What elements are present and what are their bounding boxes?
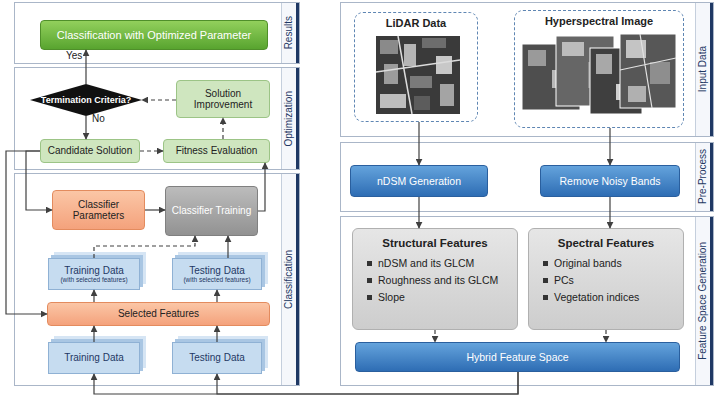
bullet-square: [367, 261, 372, 266]
panel-stripe: [710, 217, 713, 385]
feature-text: Roughness and its GLCM: [378, 274, 498, 286]
data-label: Training Data: [64, 265, 124, 277]
process-box: Candidate Solution: [40, 139, 140, 163]
box-label: Classifier Training: [172, 205, 251, 217]
feature-item: Vegetation indices: [543, 291, 673, 303]
process-box: nDSM Generation: [350, 165, 488, 197]
data-label: Testing Data: [189, 352, 245, 364]
panel-title: Feature Space Generation: [697, 242, 709, 360]
panel-band: Feature Space Generation: [695, 217, 713, 385]
box-label: Classification with Optimized Parameter: [57, 29, 251, 42]
feature-text: PCs: [554, 274, 574, 286]
feature-heading: Spectral Features: [539, 237, 673, 250]
process-box: Hybrid Feature Space: [355, 342, 680, 372]
bullet-square: [543, 295, 548, 300]
data-label: Testing Data: [189, 265, 245, 277]
box-label: Solution Improvement: [177, 88, 269, 111]
feature-text: nDSM and its GLCM: [378, 257, 474, 269]
feature-item: Original bands: [543, 257, 673, 269]
panel-band: Input Data: [695, 3, 713, 136]
box-label: Remove Noisy Bands: [560, 175, 661, 187]
result-box: Classification with Optimized Parameter: [40, 20, 268, 50]
bullet-square: [543, 261, 548, 266]
feature-item: Roughness and its GLCM: [367, 274, 507, 286]
decision-label: Termination Criteria?: [41, 95, 131, 105]
panel-title: Input Data: [697, 46, 709, 92]
box-label: nDSM Generation: [377, 175, 461, 187]
process-box: Classifier Parameters: [52, 190, 145, 230]
data-stack: Training Data: [48, 342, 140, 374]
decision-diamond: Termination Criteria?: [30, 84, 142, 116]
section-panel: Optimization Termination Criteria? Solutio…: [14, 67, 300, 170]
data-label: Training Data: [64, 352, 124, 364]
process-box: Classifier Training: [165, 186, 258, 236]
panel-title: Pre-Process: [697, 149, 709, 204]
process-box: Selected Features: [47, 302, 270, 326]
feature-item: nDSM and its GLCM: [367, 257, 507, 269]
panel-stripe: [296, 174, 299, 385]
bullet-square: [367, 295, 372, 300]
data-note: (with selected features): [60, 276, 127, 283]
feature-box: Structural Features nDSM and its GLCM Roug…: [352, 228, 518, 330]
panel-band: Classification: [281, 174, 299, 385]
edge-label: No: [92, 113, 105, 124]
data-stack: Testing Data: [172, 342, 262, 374]
data-stack: Testing Data(with selected features): [172, 258, 262, 290]
panel-band: Pre-Process: [695, 143, 713, 211]
section-panel: Results Classification with Optimized Par…: [14, 2, 300, 64]
box-label: Classifier Parameters: [53, 199, 144, 222]
panel-title: Results: [283, 16, 295, 49]
edge-label: Yes: [66, 50, 82, 61]
panel-band: Optimization: [281, 68, 299, 169]
process-box: Fitness Evaluation: [163, 139, 270, 163]
frame-title: LiDAR Data: [386, 17, 447, 30]
feature-item: PCs: [543, 274, 673, 286]
box-label: Selected Features: [118, 308, 199, 320]
panel-stripe: [296, 3, 299, 63]
feature-text: Slope: [378, 291, 405, 303]
feature-box: Spectral FeaturesOriginal bandsPCsVegeta…: [528, 228, 684, 330]
feature-item: Slope: [367, 291, 507, 303]
process-box: Remove Noisy Bands: [540, 165, 680, 197]
data-stack: Training Data(with selected features): [48, 258, 140, 290]
box-label: Fitness Evaluation: [176, 145, 258, 157]
process-box: Solution Improvement: [176, 80, 270, 118]
input-frame: LiDAR Data: [354, 12, 478, 122]
panel-stripe: [710, 3, 713, 136]
box-label: Candidate Solution: [48, 145, 133, 157]
panel-stripe: [296, 68, 299, 169]
section-panel: Pre-Process nDSM Generation Remove Noisy B…: [340, 142, 714, 212]
feature-text: Original bands: [554, 257, 622, 269]
data-note: (with selected features): [183, 276, 250, 283]
box-label: Hybrid Feature Space: [466, 351, 568, 363]
panel-title: Classification: [283, 250, 295, 309]
section-panel: Feature Space Generation Structural Featu…: [340, 216, 714, 386]
bullet-square: [367, 278, 372, 283]
panel-title: Optimization: [283, 91, 295, 147]
feature-heading: Structural Features: [363, 237, 507, 250]
feature-text: Vegetation indices: [554, 291, 639, 303]
frame-title: Hyperspectral Image: [545, 15, 653, 28]
panel-stripe: [710, 143, 713, 211]
section-panel: Classification Classifier Parameters Class…: [14, 173, 300, 386]
bullet-square: [543, 278, 548, 283]
input-frame: Hyperspectral Image: [514, 10, 684, 128]
section-panel: Input Data LiDAR Data Hyperspectral Image: [340, 2, 714, 137]
diamond-outline: [30, 84, 142, 116]
panel-band: Results: [281, 3, 299, 63]
